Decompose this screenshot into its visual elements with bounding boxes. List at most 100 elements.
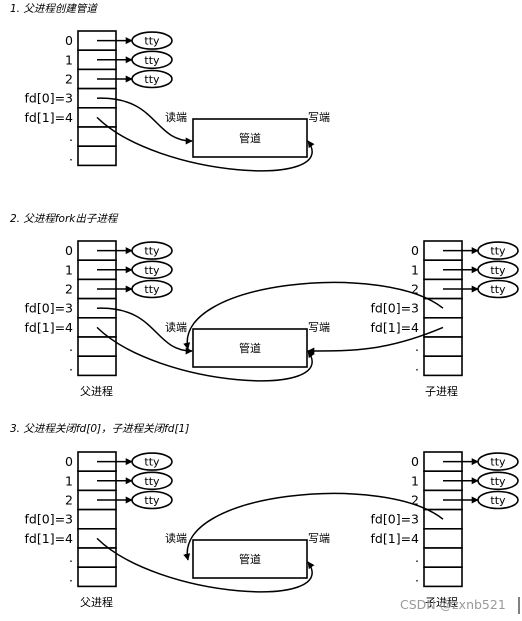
step-2-parent-fd-label-0: 0 (65, 243, 73, 258)
step-2-child-fd-label-1: 1 (411, 262, 419, 277)
step-2-write-end-label: 写端 (308, 321, 330, 334)
step-3-parent-fd-label-1: 1 (65, 473, 73, 488)
step-1-parent-tty-text-2: tty (144, 73, 160, 86)
step-2-parent-tty-text-2: tty (144, 283, 160, 296)
step-3-child-fd-cell-5 (423, 547, 463, 569)
step-2-parent-tty-ellipse-2 (131, 279, 173, 299)
step-3-read-end-label: 读端 (165, 531, 187, 545)
step-2-parent-fd-label-4: fd[1]=4 (25, 320, 74, 335)
step-2-child-tty-ellipse-2 (477, 279, 519, 299)
step-3-parent-tty-ellipse-0 (131, 452, 173, 471)
step-2-child-fd-label-6: . (415, 358, 419, 373)
step-1-parent-fd-label-6: . (69, 148, 73, 163)
step-3-parent-fd-cell-3 (77, 508, 117, 530)
step-1-parent-fd1-to-write-arrow (96, 116, 315, 172)
step-2-parent-fd-label-5: . (69, 339, 73, 354)
step-3-child-tty-text-2: tty (490, 494, 506, 507)
step-1-parent-fd-label-4: fd[1]=4 (25, 110, 74, 125)
step-2-child-fd-cell-5 (423, 336, 463, 358)
step-3-write-end-label: 写端 (308, 532, 330, 545)
step-3-title: 3. 父进程关闭fd[0]，子进程关闭fd[1] (10, 423, 189, 435)
step-2-panel: 0 1 2 fd[0]=3 fd[1]=4.. tty tty tty 管道 读端 写端 0 1 2 fd[… (25, 240, 519, 398)
step-3-child-tty-text-1: tty (490, 475, 506, 488)
step-3-child-fd-label-0: 0 (411, 454, 419, 469)
step-3-child-fd-label-6: . (415, 569, 419, 584)
step-3-parent-tty-text-2: tty (144, 494, 160, 507)
step-3-child-fd-cell-6 (423, 566, 463, 588)
step-2-parent-tty-ellipse-1 (131, 260, 173, 280)
step-3-parent-tty-text-0: tty (144, 456, 160, 469)
step-2-child-fd-label-2: 2 (411, 282, 419, 297)
step-2-child-fd-label-4: fd[1]=4 (371, 320, 420, 335)
step-1-parent-fd-label-3: fd[0]=3 (25, 91, 73, 106)
step-2-parent-fd0-to-read-arrow (96, 307, 193, 355)
step-1-parent-tty-text-0: tty (144, 35, 160, 48)
step-1-parent-fd-label-0: 0 (65, 33, 73, 48)
step-3-child-tty-text-0: tty (490, 456, 506, 469)
step-3-parent-fd-label-3: fd[0]=3 (25, 512, 73, 527)
step-2-parent-tty-text-1: tty (144, 264, 160, 277)
step-2-child-caption: 子进程 (425, 385, 458, 398)
step-1-parent-tty-ellipse-1 (131, 50, 173, 70)
step-3-child-tty-ellipse-2 (477, 490, 519, 510)
step-2-child-fd1-to-write-arrow (307, 326, 444, 355)
step-1-pipe-box (192, 118, 308, 158)
step-3-parent-fd-label-0: 0 (65, 454, 73, 469)
step-3-child-fd-label-1: 1 (411, 473, 419, 488)
step-3-parent-fd-label-5: . (69, 550, 73, 565)
step-1-title: 1. 父进程创建管道 (10, 3, 98, 15)
step-3-child-fd-label-5: . (415, 550, 419, 565)
step-2-child-fd0-to-read-arrow (183, 281, 444, 350)
step-2-pipe-box (192, 328, 308, 368)
step-3-pipe-label: 管道 (239, 552, 261, 566)
step-2-pipe-label: 管道 (239, 341, 261, 355)
step-3-child-fd0-to-read-arrow (183, 492, 444, 561)
step-3-parent-fd-label-6: . (69, 569, 73, 584)
step-3-child-fd-cell-4 (423, 527, 463, 549)
step-3-child-fd-label-2: 2 (411, 493, 419, 508)
step-2-parent-caption: 父进程 (80, 385, 113, 398)
step-3-child-caption: 子进程 (425, 596, 458, 609)
step-3-child-fd-label-4: fd[1]=4 (371, 531, 420, 546)
step-1-panel: 0 1 2 fd[0]=3 fd[1]=4.. tty tty tty 管道 读端 写端 (25, 30, 330, 172)
step-1-parent-fd-label-5: . (69, 129, 73, 144)
step-3-parent-tty-text-1: tty (144, 475, 160, 488)
step-1-read-end-label: 读端 (165, 110, 187, 124)
step-3-pipe-box (192, 539, 308, 579)
step-1-write-end-label: 写端 (308, 111, 330, 124)
step-1-parent-tty-text-1: tty (144, 54, 160, 67)
step-1-pipe-label: 管道 (239, 131, 261, 145)
step-1-parent-tty-ellipse-2 (131, 69, 173, 89)
step-2-parent-fd-label-3: fd[0]=3 (25, 301, 73, 316)
step-2-parent-fd-label-2: 2 (65, 282, 73, 297)
step-1-parent-tty-ellipse-0 (131, 31, 173, 50)
step-2-parent-tty-text-0: tty (144, 245, 160, 258)
step-2-parent-fd1-to-write-arrow (96, 326, 315, 382)
step-2-child-fd-label-0: 0 (411, 243, 419, 258)
step-2-parent-fd-label-1: 1 (65, 262, 73, 277)
step-3-parent-tty-ellipse-2 (131, 490, 173, 510)
step-3-parent-fd-label-4: fd[1]=4 (25, 531, 74, 546)
step-2-read-end-label: 读端 (165, 320, 187, 334)
step-2-parent-fd-cell-5 (77, 336, 117, 358)
step-2-child-fd-label-3: fd[0]=3 (371, 301, 419, 316)
step-2-child-fd-label-5: . (415, 339, 419, 354)
step-2-child-tty-text-2: tty (490, 283, 506, 296)
step-2-parent-fd-cell-6 (77, 355, 117, 377)
step-3-child-tty-ellipse-0 (477, 452, 519, 471)
step-1-parent-fd0-to-read-arrow (96, 97, 193, 145)
step-1-parent-fd-label-2: 2 (65, 72, 73, 87)
step-3-parent-fd-cell-5 (77, 547, 117, 569)
step-3-panel: 012fd[0]=3fd[1]=4..ttyttytty管道读端写端012fd[… (25, 451, 519, 609)
step-1-parent-fd-label-1: 1 (65, 52, 73, 67)
watermark: CSDN @zxnb521 (400, 597, 506, 612)
step-3-parent-tty-ellipse-1 (131, 471, 173, 491)
step-1-parent-fd-cell-5 (77, 126, 117, 148)
step-2-child-tty-text-1: tty (490, 264, 506, 277)
step-2-child-tty-text-0: tty (490, 245, 506, 258)
step-3-child-tty-ellipse-1 (477, 471, 519, 491)
step-3-parent-fd1-to-write-arrow (96, 537, 315, 593)
step-2-child-tty-ellipse-0 (477, 241, 519, 260)
step-2-title: 2. 父进程fork出子进程 (10, 213, 119, 225)
